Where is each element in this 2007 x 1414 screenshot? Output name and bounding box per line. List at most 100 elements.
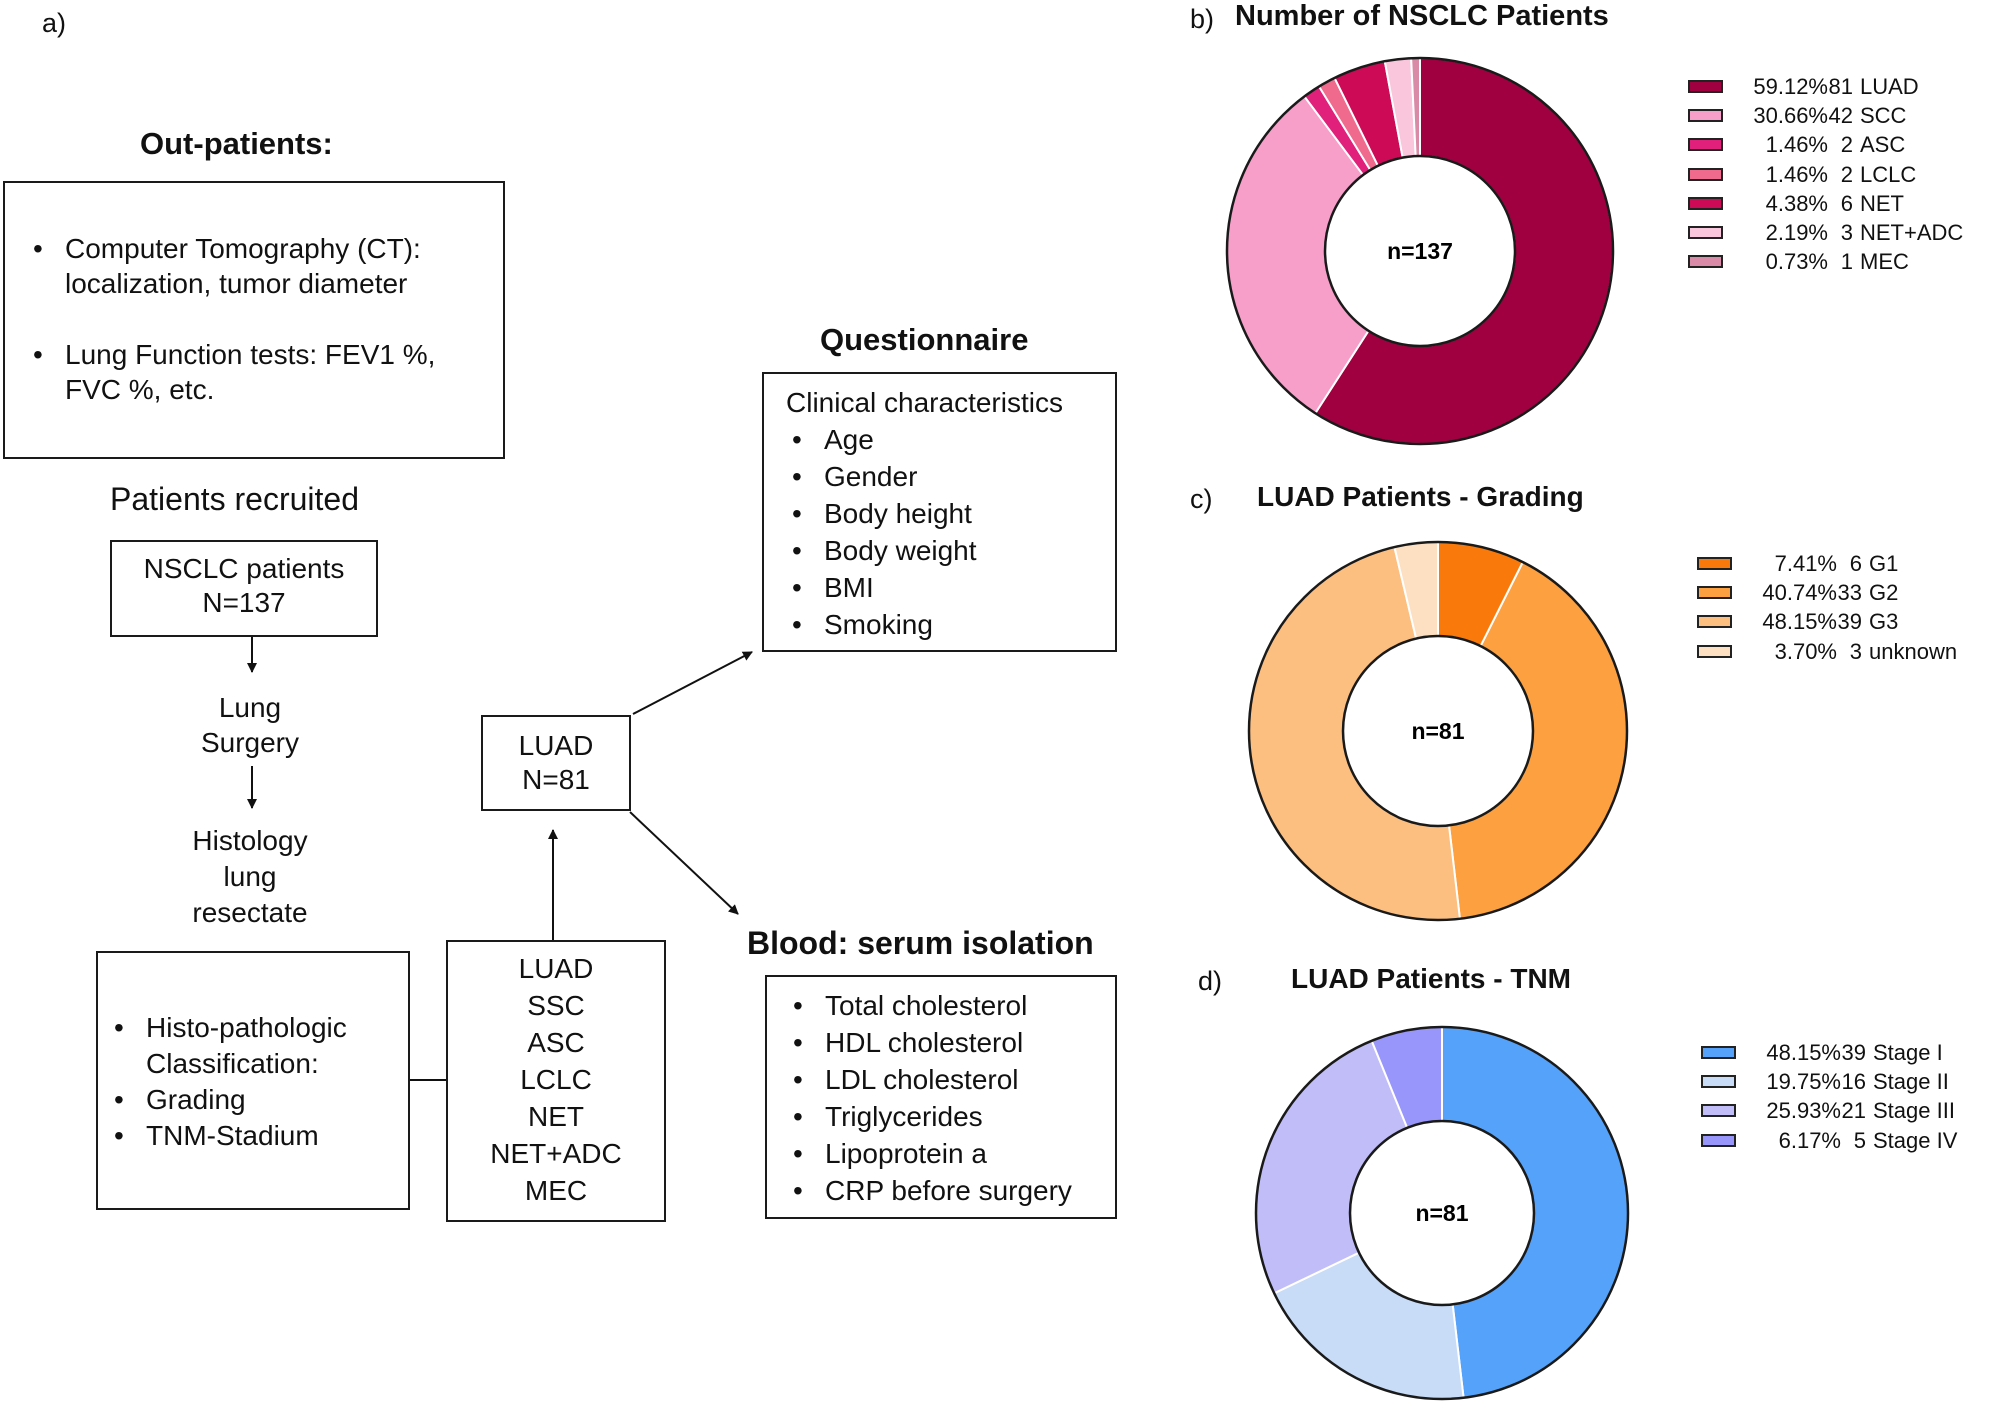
nsclc-box-line1: NSCLC patients [143, 553, 345, 584]
legend-count: 5 [1853, 1127, 1866, 1153]
patients-recruited-label: Patients recruited [110, 481, 360, 517]
blood-item: LDL cholesterol [787, 1061, 1072, 1098]
tumor-type-item: LCLC [520, 1064, 592, 1095]
legend-percent: 7.41% [1774, 551, 1837, 576]
legend-percent: 1.46% [1765, 161, 1828, 187]
legend-swatch [1688, 167, 1723, 181]
donut-center-label: n=81 [1415, 1200, 1468, 1226]
legend-percent: 4.38% [1765, 190, 1828, 216]
histo-classification-box: Histo-pathologic Classification: Grading… [96, 951, 410, 1210]
tumor-type-item: ASC [527, 1027, 585, 1058]
legend-label: G3 [1869, 609, 1899, 635]
legend-percent: 30.66% [1753, 103, 1828, 129]
legend-swatch [1697, 644, 1732, 658]
nsclc-patients-box: NSCLC patients N=137 [110, 540, 378, 637]
donut-hole [1348, 1119, 1536, 1307]
questionnaire-item: Gender [786, 458, 977, 495]
legend-swatch [1697, 557, 1732, 570]
legend-swatch [1697, 615, 1732, 629]
legend-swatch [1688, 226, 1723, 239]
legend-percent: 2.19% [1765, 220, 1828, 245]
legend-label: MEC [1860, 249, 1909, 275]
blood-title: Blood: serum isolation [747, 925, 1094, 961]
histo-item: Histo-pathologic Classification: [108, 1010, 398, 1082]
panel-a-label: a) [42, 8, 67, 38]
tumor-types-box: LUAD SSC ASC LCLC NET NET+ADC MEC [446, 940, 666, 1222]
legend-percent: 59.12% [1753, 74, 1828, 99]
legend-label: NET [1860, 190, 1904, 216]
chart-b-title: Number of NSCLC Patients [1235, 0, 1609, 32]
histology-line2: lung [223, 861, 277, 892]
legend-swatch [1688, 80, 1723, 93]
legend-count: 42 [1828, 103, 1853, 129]
legend-label: Stage IV [1873, 1127, 1958, 1153]
lung-surgery-label: Lung Surgery [150, 690, 350, 760]
luad-box: LUAD N=81 [481, 715, 631, 811]
legend-percent: 25.93% [1766, 1098, 1841, 1124]
legend-percent: 0.73% [1765, 249, 1828, 275]
histo-item: Grading [108, 1082, 398, 1118]
tumor-type-item: LUAD [518, 953, 594, 984]
outpatients-box: Computer Tomography (CT): localization, … [3, 181, 505, 459]
questionnaire-item: BMI [786, 569, 977, 606]
questionnaire-header: Clinical characteristics [786, 387, 1063, 418]
outpatients-title: Out-patients: [140, 126, 333, 161]
legend-count: 6 [1849, 551, 1862, 576]
donut-outer-ring [1247, 540, 1629, 922]
legend-percent: 48.15% [1766, 1040, 1841, 1065]
legend-swatch [1688, 138, 1723, 152]
questionnaire-item: Body height [786, 495, 977, 532]
legend-swatch [1688, 109, 1723, 123]
legend-label: Stage I [1873, 1040, 1943, 1065]
legend-label: LUAD [1860, 74, 1919, 99]
legend-count: 2 [1840, 161, 1853, 187]
arrow-luad-to-questionnaire [632, 651, 753, 715]
legend-percent: 6.17% [1778, 1127, 1841, 1153]
legend-percent: 40.74% [1762, 580, 1837, 606]
legend-label: ASC [1860, 132, 1906, 158]
tumor-type-item: SSC [527, 990, 585, 1021]
legend-swatch [1701, 1046, 1736, 1059]
legend-count: 2 [1840, 132, 1853, 158]
arrow-luad-to-blood [629, 811, 739, 915]
questionnaire-item: Age [786, 421, 977, 458]
legend-count: 3 [1849, 638, 1862, 664]
legend-swatch [1697, 586, 1732, 600]
histology-line1: Histology [192, 825, 308, 856]
chart-d-title: LUAD Patients - TNM [1291, 963, 1571, 994]
blood-item: Lipoprotein a [787, 1135, 1072, 1172]
legend-count: 39 [1841, 1040, 1866, 1065]
questionnaire-box: Clinical characteristics Age Gender Body… [762, 372, 1117, 652]
donut-outer-ring [1254, 1025, 1630, 1401]
legend-count: 33 [1837, 580, 1862, 606]
legend-entry: 3.70% 3 unknown [1697, 637, 2002, 667]
legend-label: unknown [1869, 638, 1958, 664]
legend-label: Stage III [1873, 1098, 1955, 1124]
legend-count: 3 [1840, 220, 1853, 245]
legend-percent: 3.70% [1774, 638, 1837, 664]
histo-item: TNM-Stadium [108, 1118, 398, 1154]
legend-label: G1 [1869, 551, 1899, 576]
questionnaire-item: Smoking [786, 606, 977, 643]
legend-entry: 7.41% 6 G1 [1697, 549, 2002, 579]
lung-surgery-line2: Surgery [200, 727, 300, 758]
histology-line3: resectate [192, 897, 308, 928]
tumor-type-item: NET+ADC [490, 1138, 622, 1169]
legend-label: NET+ADC [1860, 220, 1964, 245]
tumor-type-item: NET [528, 1101, 584, 1132]
legend-label: SCC [1860, 103, 1907, 129]
legend-entry: 30.66%42 SCC [1688, 101, 1993, 131]
legend-percent: 48.15% [1762, 609, 1837, 635]
legend-percent: 19.75% [1766, 1069, 1841, 1095]
donut-center-label: n=137 [1387, 238, 1453, 264]
